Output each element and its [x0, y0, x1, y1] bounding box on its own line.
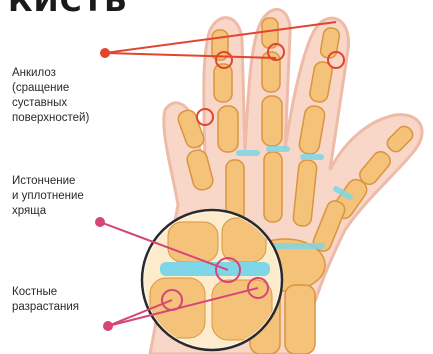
bone-growths-label: Костные разрастания [12, 285, 152, 315]
ankylosis-label: Анкилоз (сращение суставных поверхностей… [12, 66, 152, 126]
cartilage-label: Истончение и уплотнение хряща [12, 174, 152, 219]
